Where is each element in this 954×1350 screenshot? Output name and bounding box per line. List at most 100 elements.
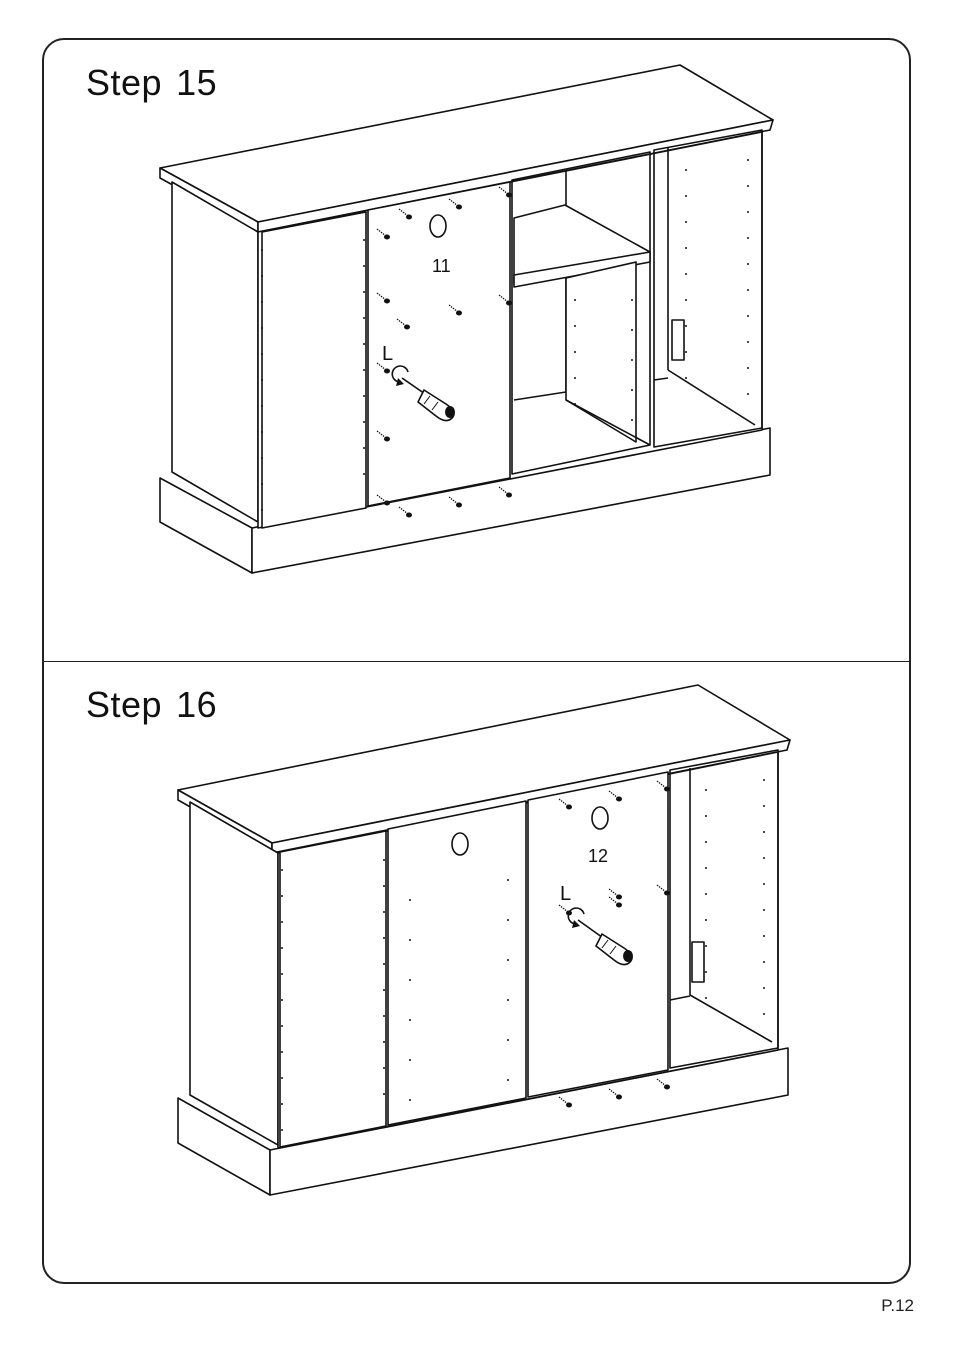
nail-hole [383, 937, 385, 939]
nail-hole [409, 939, 411, 941]
nail-hole [261, 327, 263, 329]
nail-hole [363, 395, 365, 397]
nail-hole [705, 997, 707, 999]
nail-hole [631, 389, 633, 391]
nail-hole [383, 911, 385, 913]
nail-hole [507, 999, 509, 1001]
hinge-plate [692, 942, 704, 982]
nail-hole [574, 299, 576, 301]
nail-hole [763, 961, 765, 963]
page-number: P.12 [881, 1296, 914, 1316]
nail-hole [261, 353, 263, 355]
cabinet-left-side [190, 802, 278, 1145]
nail-hole [705, 867, 707, 869]
nail-hole [685, 351, 687, 353]
nail-hole [363, 265, 365, 267]
nail-hole [409, 899, 411, 901]
nail-hole [409, 979, 411, 981]
nail-hole [383, 885, 385, 887]
nail-hole [383, 859, 385, 861]
nail-hole [705, 893, 707, 895]
nail-hole [747, 289, 749, 291]
nail-hole [383, 963, 385, 965]
nail-hole [685, 221, 687, 223]
nail-hole [763, 883, 765, 885]
nail-hole [631, 299, 633, 301]
step-16-cabinet-drawing: 12 L [0, 661, 954, 1301]
nail-hole [261, 509, 263, 511]
nail-hole [631, 359, 633, 361]
nail-hole [705, 841, 707, 843]
nail-hole [747, 211, 749, 213]
step-15-cabinet-drawing: 11 L [0, 0, 954, 661]
nail-hole [685, 273, 687, 275]
nail-hole [383, 1041, 385, 1043]
nail-hole [763, 987, 765, 989]
nail-hole [747, 367, 749, 369]
nail-hole [763, 857, 765, 859]
nail-hole [507, 1079, 509, 1081]
nail-hole [685, 377, 687, 379]
nail-hole [631, 419, 633, 421]
nail-hole [747, 185, 749, 187]
nail-hole [261, 249, 263, 251]
nail-hole [281, 999, 283, 1001]
nail-hole [747, 159, 749, 161]
nail-hole [409, 1019, 411, 1021]
cabinet-left-side [172, 182, 258, 522]
back-panel-left [280, 831, 386, 1147]
nail-hole [507, 919, 509, 921]
nail-hole [685, 299, 687, 301]
nail-hole [747, 315, 749, 317]
nail-hole [383, 1093, 385, 1095]
nail-hole [281, 973, 283, 975]
nail-hole [409, 1059, 411, 1061]
nail-hole [281, 869, 283, 871]
nail-hole [507, 879, 509, 881]
screw-label-L: L [560, 883, 571, 905]
nail-hole [363, 369, 365, 371]
nail-hole [747, 263, 749, 265]
nail-hole [281, 1129, 283, 1131]
nail-hole [363, 421, 365, 423]
nail-hole [705, 815, 707, 817]
nail-hole [383, 1015, 385, 1017]
nail-hole [383, 989, 385, 991]
nail-hole [507, 959, 509, 961]
nail-hole [409, 1099, 411, 1101]
nail-hole [281, 1103, 283, 1105]
nail-hole [363, 239, 365, 241]
nail-hole [705, 945, 707, 947]
nail-hole [685, 247, 687, 249]
nail-hole [261, 379, 263, 381]
nail-hole [281, 947, 283, 949]
nail-hole [747, 341, 749, 343]
part-number-11: 11 [432, 256, 451, 276]
nail-hole [363, 291, 365, 293]
nail-hole [574, 377, 576, 379]
nail-hole [363, 317, 365, 319]
back-panel-11 [388, 801, 526, 1125]
nail-hole [685, 195, 687, 197]
nail-hole [685, 169, 687, 171]
nail-hole [261, 431, 263, 433]
nail-hole [261, 275, 263, 277]
nail-hole [363, 343, 365, 345]
nail-hole [281, 1025, 283, 1027]
nail-hole [363, 473, 365, 475]
nail-hole [763, 805, 765, 807]
hinge-plate [672, 320, 684, 360]
nail-hole [261, 457, 263, 459]
nail-hole [763, 909, 765, 911]
nail-hole [705, 971, 707, 973]
nail-hole [383, 1067, 385, 1069]
nail-hole [281, 1077, 283, 1079]
nail-hole [747, 237, 749, 239]
nail-hole [261, 405, 263, 407]
nail-hole [631, 329, 633, 331]
nail-hole [281, 895, 283, 897]
nail-hole [685, 325, 687, 327]
nail-hole [705, 919, 707, 921]
nail-hole [363, 447, 365, 449]
nail-hole [281, 921, 283, 923]
